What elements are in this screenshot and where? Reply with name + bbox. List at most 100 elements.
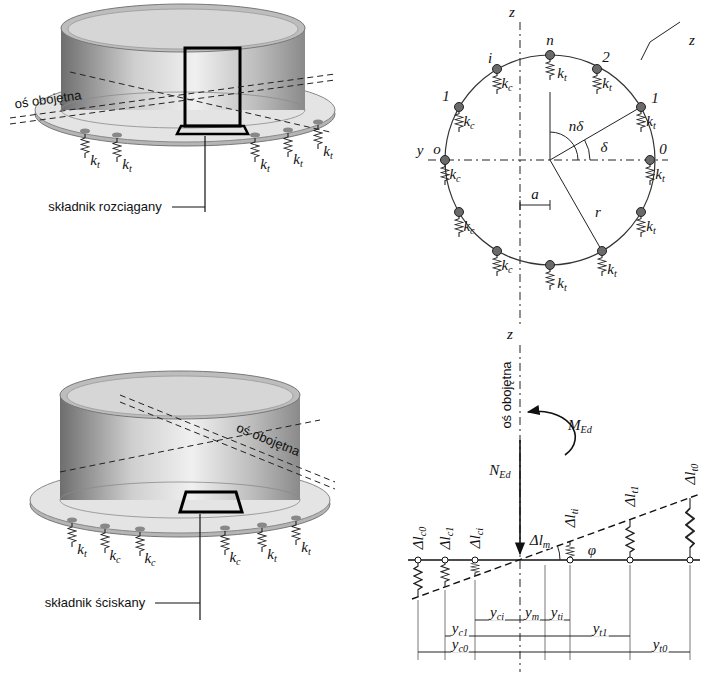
symbol-label: ym <box>524 604 540 621</box>
symbol-label: kt <box>602 75 612 92</box>
subscript: m <box>532 611 539 622</box>
subscript: c <box>508 264 513 275</box>
symbol-label: o <box>433 141 441 158</box>
symbol-label: kt <box>655 166 665 183</box>
subscript: t <box>129 163 132 174</box>
symbol-label: φ <box>588 542 596 559</box>
annotation-text: oś obojętna <box>500 361 514 428</box>
symbol-label: 1 <box>651 90 659 107</box>
subscript: c0 <box>459 643 469 654</box>
symbol-label: NEd <box>489 462 510 479</box>
subscript: t1 <box>599 627 607 638</box>
symbol-label: kt <box>267 546 277 563</box>
subscript: Ed <box>499 469 510 480</box>
symbol-label: Δlti <box>562 509 579 528</box>
symbol-label: y <box>417 142 424 159</box>
symbol-label: kc <box>501 257 512 274</box>
annotation-text: składnik ściskany <box>45 596 145 610</box>
symbol-label: kc <box>463 218 474 235</box>
subscript: c <box>470 120 475 131</box>
subscript: t <box>84 548 87 559</box>
symbol-label: kc <box>229 549 240 566</box>
symbol-label: kt <box>323 143 333 160</box>
symbol-label: kt <box>607 261 617 278</box>
annotation-text: oś obojętna <box>234 421 302 459</box>
subscript: t <box>300 158 303 169</box>
symbol-label: kc <box>463 113 474 130</box>
subscript: t <box>662 173 665 184</box>
subscript: c <box>456 173 461 184</box>
symbol-label: z <box>507 326 513 343</box>
subscript: t <box>653 120 656 131</box>
symbol-label: kt <box>646 113 656 130</box>
tube-compression <box>30 371 335 620</box>
symbol-label: n <box>546 32 554 49</box>
tube-tension <box>10 4 335 212</box>
symbol-label: yc0 <box>451 636 469 653</box>
subscript: c0 <box>417 527 428 537</box>
symbol-label: 2 <box>602 49 610 66</box>
symbol-label: z <box>509 4 515 21</box>
symbol-label: Δlt0 <box>682 464 699 485</box>
subscript: c <box>236 556 241 567</box>
subscript: t <box>564 72 567 83</box>
symbol-label: Δlt1 <box>622 486 639 507</box>
symbol-label: kc <box>449 166 460 183</box>
subscript: ti <box>558 611 564 622</box>
symbol-label: δ <box>601 139 608 156</box>
subscript: ci <box>474 528 485 535</box>
symbol-label: 0 <box>659 141 667 158</box>
subscript: t0 <box>659 643 667 654</box>
symbol-label: kc <box>144 550 155 567</box>
symbol-label: a <box>531 186 539 203</box>
subscript: c1 <box>444 527 455 537</box>
symbol-label: Δlc1 <box>437 527 454 550</box>
symbol-label: Δlc0 <box>410 527 427 550</box>
symbol-label: kt <box>646 218 656 235</box>
symbol-label: yti <box>550 604 564 621</box>
symbol-label: Δlci <box>467 528 484 548</box>
subscript: t <box>653 225 656 236</box>
rotation-model <box>408 345 700 672</box>
subscript: t <box>97 159 100 170</box>
subscript: t <box>614 268 617 279</box>
symbol-label: Δlm <box>529 532 551 549</box>
annotation-text: składnik rozciągany <box>48 200 161 214</box>
symbol-label: yc1 <box>451 620 469 637</box>
symbol-label: kt <box>293 151 303 168</box>
subscript: t <box>564 282 567 293</box>
subscript: t <box>274 553 277 564</box>
symbol-label: kc <box>501 75 512 92</box>
subscript: t1 <box>629 486 640 494</box>
symbol-label: kt <box>301 539 311 556</box>
symbol-label: kt <box>77 541 87 558</box>
subscript: t0 <box>689 464 700 472</box>
subscript: t <box>308 546 311 557</box>
symbol-label: kt <box>122 156 132 173</box>
symbol-label: nδ <box>569 118 583 135</box>
subscript: t <box>267 163 270 174</box>
symbol-label: yt0 <box>652 636 669 653</box>
subscript: t <box>330 150 333 161</box>
symbol-label: yci <box>489 604 505 621</box>
subscript: c <box>151 557 156 568</box>
symbol-label: kt <box>260 156 270 173</box>
symbol-label: kc <box>109 547 120 564</box>
subscript: t <box>609 82 612 93</box>
symbol-label: yt1 <box>592 620 609 637</box>
subscript: c <box>116 554 121 565</box>
subscript: m <box>543 539 550 550</box>
subscript: c <box>508 82 513 93</box>
bolt-circle <box>428 22 680 325</box>
symbol-label: kt <box>557 65 567 82</box>
symbol-label: i <box>488 50 492 67</box>
annotation-text: oś obojętna <box>14 88 83 112</box>
symbol-label: z <box>689 32 695 49</box>
symbol-label: MEd <box>568 417 592 434</box>
symbol-label: r <box>595 204 601 221</box>
subscript: c <box>470 225 475 236</box>
subscript: Ed <box>581 424 592 435</box>
subscript: ci <box>497 611 504 622</box>
